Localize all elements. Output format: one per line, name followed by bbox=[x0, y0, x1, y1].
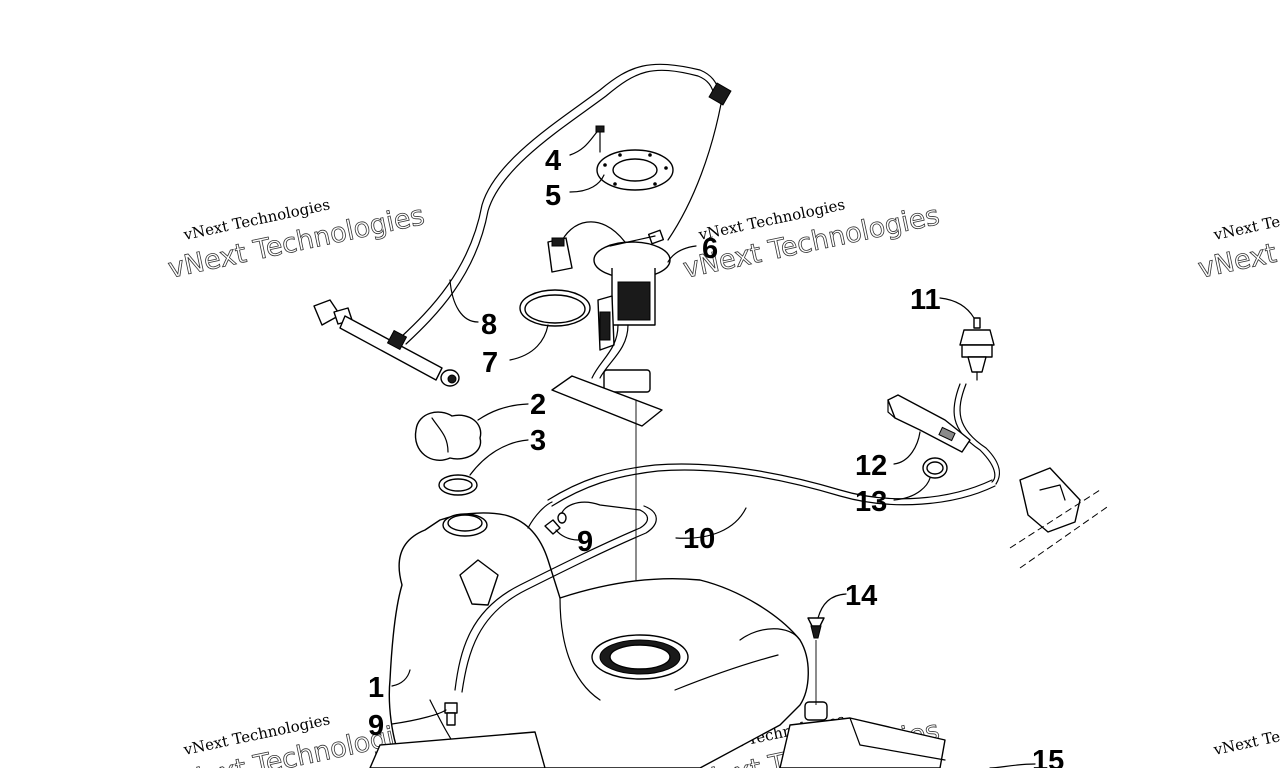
vent-hose bbox=[399, 63, 732, 345]
callout-8: 8 bbox=[481, 309, 497, 341]
fuel-pump-retainer-plate bbox=[596, 149, 674, 191]
callout-15: 15 bbox=[1032, 745, 1064, 768]
callout-6: 6 bbox=[702, 233, 718, 265]
svg-text:vNext Technologies: vNext Technologies bbox=[1196, 200, 1280, 285]
filler-cap-gasket bbox=[438, 474, 478, 496]
callout-4: 4 bbox=[545, 145, 561, 177]
callout-14: 14 bbox=[845, 580, 877, 612]
watermark-center: vNext Technologies vNext Technologies bbox=[680, 195, 942, 285]
callout-13: 13 bbox=[855, 486, 887, 518]
frame-mount-bracket bbox=[1009, 467, 1111, 569]
callout-12: 12 bbox=[855, 450, 887, 482]
callout-3: 3 bbox=[530, 425, 546, 457]
vent-filter bbox=[953, 317, 1000, 485]
callout-2: 2 bbox=[530, 389, 546, 421]
tank-bracket bbox=[369, 701, 946, 768]
callout-labels: 4 5 6 8 7 2 3 9 10 11 12 13 14 1 9 15 bbox=[368, 145, 1064, 768]
svg-text:vNext Technologies: vNext Technologies bbox=[1211, 195, 1280, 244]
fuel-tank bbox=[388, 512, 809, 768]
lower-vent-hose-assembly bbox=[313, 299, 460, 387]
hose-nipple-lower bbox=[444, 702, 458, 726]
fuel-pump-base-plate bbox=[551, 375, 663, 427]
hose-clamp bbox=[922, 457, 948, 479]
svg-text:vNext Technologies: vNext Technologies bbox=[1211, 710, 1280, 759]
fuel-pump-o-ring bbox=[519, 289, 591, 327]
callout-1: 1 bbox=[368, 672, 384, 704]
vent-line bbox=[454, 463, 996, 693]
callout-10: 10 bbox=[683, 523, 715, 555]
watermark-left: vNext Technologies vNext Technologies bbox=[165, 195, 427, 285]
watermark-right: vNext Technologies vNext Technologies bbox=[1195, 195, 1280, 285]
filler-cap bbox=[414, 411, 482, 461]
callout-7: 7 bbox=[482, 347, 498, 379]
filter-bracket bbox=[887, 394, 971, 453]
callout-9-upper: 9 bbox=[577, 526, 593, 558]
callout-9-lower: 9 bbox=[368, 710, 384, 742]
leader-lines bbox=[391, 131, 1036, 768]
watermark-bottom-right: vNext Technologies bbox=[1211, 710, 1280, 759]
callout-11: 11 bbox=[910, 284, 941, 316]
fuel-pump-bolt bbox=[595, 125, 605, 153]
callout-5: 5 bbox=[545, 180, 561, 212]
mounting-screw bbox=[807, 617, 825, 705]
fuel-pump-assembly bbox=[547, 221, 671, 393]
